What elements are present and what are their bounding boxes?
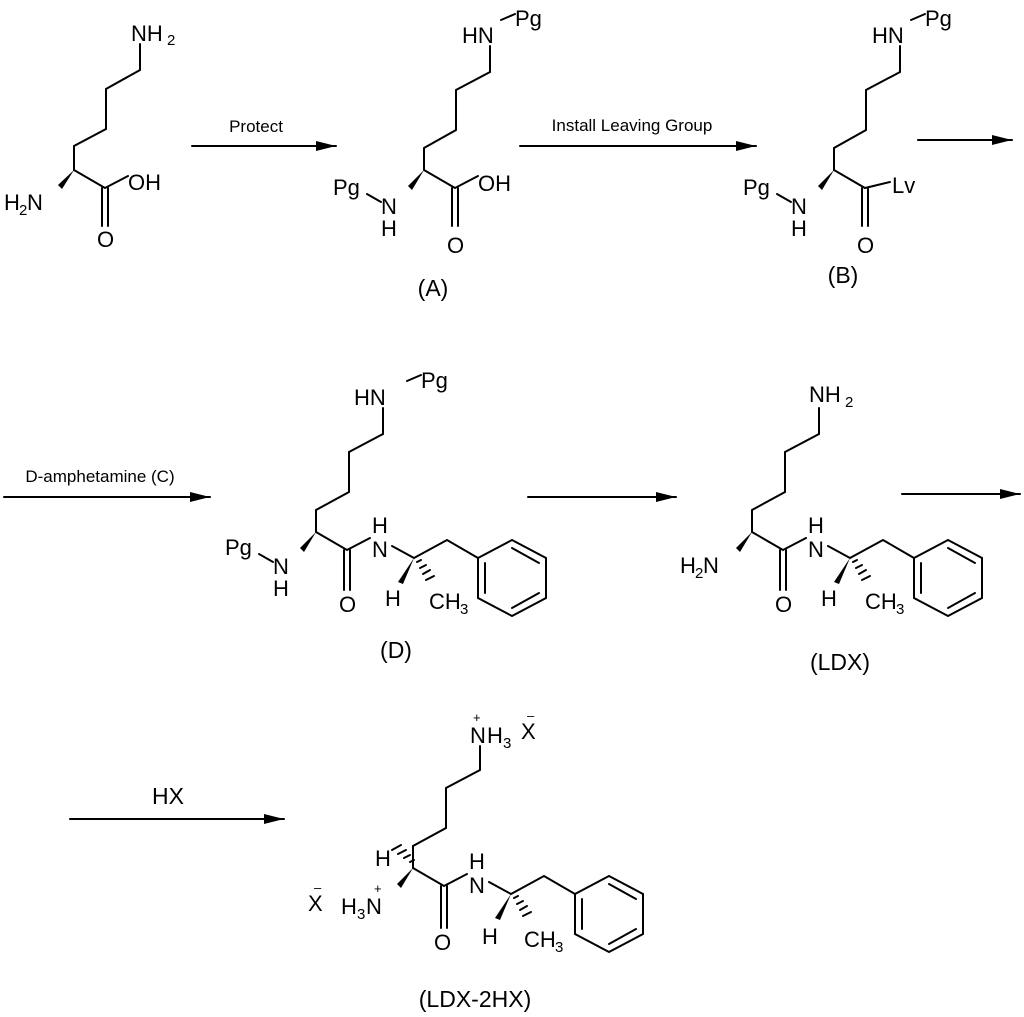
pg-label: Pg: [515, 6, 542, 31]
compound-b-structure: HN Pg Pg N H Lv O (B): [743, 6, 952, 288]
amide-h-label: H: [808, 513, 824, 538]
amide-h-label: H: [469, 849, 485, 874]
subscript-2: 2: [19, 202, 27, 219]
caption-b: (B): [828, 262, 859, 288]
amine-h-label: H: [680, 553, 696, 578]
hn-label: HN: [462, 23, 494, 48]
wedge-bond: [300, 532, 316, 552]
stereo-h-label: H: [385, 586, 401, 611]
ammonium-h-label: H: [341, 894, 357, 919]
carbonyl-o-label: O: [434, 930, 451, 955]
methyl-label: CH: [524, 927, 556, 952]
arrow-label-install-leaving-group: Install Leaving Group: [552, 116, 713, 135]
wedge-bond: [398, 558, 414, 584]
wedge-bond: [397, 868, 413, 888]
stereo-h-label: H: [375, 846, 391, 871]
arrow-protect: Protect: [191, 117, 337, 151]
compound-d-structure: HN Pg Pg N H N H O H CH 3 (D): [225, 368, 547, 663]
charge-plus: +: [374, 881, 382, 896]
pg-label: Pg: [743, 175, 770, 200]
hn-label: HN: [354, 385, 386, 410]
pg-label: Pg: [225, 535, 252, 560]
wedge-bond: [408, 170, 424, 190]
arrow-d-amphetamine: D-amphetamine (C): [3, 467, 211, 502]
carbonyl-o-label: O: [339, 592, 356, 617]
charge-minus: –: [527, 708, 535, 723]
arrow-label-hx: HX: [152, 783, 184, 809]
leaving-group-label: Lv: [892, 173, 915, 198]
wedge-bond: [818, 170, 834, 190]
wedge-bond: [736, 532, 752, 552]
stereo-h-label: H: [482, 924, 498, 949]
hydroxyl-label: OH: [128, 170, 161, 195]
subscript-2: 2: [167, 32, 175, 49]
hashed-bond: [852, 559, 871, 581]
caption-ldx: (LDX): [810, 649, 870, 675]
amine-h-label: H: [4, 190, 20, 215]
carbonyl-o-label: O: [97, 227, 114, 252]
counterion-x-label: X: [308, 891, 323, 916]
carbonyl-o-label: O: [447, 233, 464, 258]
amide-h-label: H: [273, 576, 289, 601]
amine-nh-label: NH: [809, 382, 841, 407]
ammonium-n-label: N: [470, 723, 486, 748]
subscript-3: 3: [896, 601, 904, 618]
hashed-bond: [391, 844, 415, 863]
amide-n-label: N: [273, 554, 289, 579]
pg-label: Pg: [925, 6, 952, 31]
subscript-3: 3: [357, 906, 365, 923]
subscript-2: 2: [845, 394, 853, 411]
pg-label: Pg: [421, 368, 448, 393]
arrow-label-protect: Protect: [229, 117, 283, 136]
amide-n-label: N: [381, 194, 397, 219]
compound-a-structure: HN Pg Pg N H OH O (A): [333, 6, 542, 301]
ammonium-h-label: H: [487, 723, 503, 748]
subscript-3: 3: [555, 939, 563, 956]
wedge-bond: [58, 170, 74, 189]
caption-d: (D): [380, 637, 412, 663]
hn-label: HN: [872, 23, 904, 48]
hydroxyl-label: OH: [478, 171, 511, 196]
lysine-structure: NH 2 H 2 N OH O: [4, 21, 175, 252]
amide-h-label: H: [372, 513, 388, 538]
carbonyl-o-label: O: [857, 233, 874, 258]
stereo-h-label: H: [821, 586, 837, 611]
arrow-install-leaving-group: Install Leaving Group: [519, 116, 757, 151]
counterion-x-label: X: [521, 719, 536, 744]
caption-a: (A): [418, 275, 449, 301]
wedge-bond: [834, 558, 850, 584]
carbonyl-o-label: O: [775, 592, 792, 617]
methyl-label: CH: [865, 589, 897, 614]
methyl-label: CH: [429, 589, 461, 614]
hashed-bond: [416, 559, 435, 581]
ldx-structure: NH 2 H 2 N N H O H CH 3 (LDX): [680, 382, 983, 675]
caption-ldx-2hx: (LDX-2HX): [419, 986, 531, 1012]
subscript-2: 2: [695, 565, 703, 582]
amine-nh-label: NH: [131, 21, 163, 46]
charge-plus: +: [473, 710, 481, 725]
ammonium-n-label: N: [366, 894, 382, 919]
ldx-2hx-structure: N + H 3 X – H X – H 3 N + N H O H CH 3 (…: [308, 708, 644, 1012]
charge-minus: –: [314, 880, 322, 895]
subscript-3: 3: [503, 735, 511, 752]
subscript-3: 3: [460, 601, 468, 618]
amide-n-label: N: [469, 873, 485, 898]
amide-n-label: N: [791, 194, 807, 219]
pg-label: Pg: [333, 175, 360, 200]
amide-h-label: H: [381, 216, 397, 241]
wedge-bond: [495, 894, 511, 920]
amide-n-label: N: [372, 537, 388, 562]
amide-h-label: H: [791, 216, 807, 241]
arrow-label-d-amphetamine: D-amphetamine (C): [25, 467, 174, 486]
arrow-hx: HX: [69, 783, 285, 824]
amide-n-label: N: [808, 537, 824, 562]
amine-n-label: N: [703, 553, 719, 578]
amine-n-label: N: [27, 190, 43, 215]
hashed-bond: [513, 895, 532, 917]
